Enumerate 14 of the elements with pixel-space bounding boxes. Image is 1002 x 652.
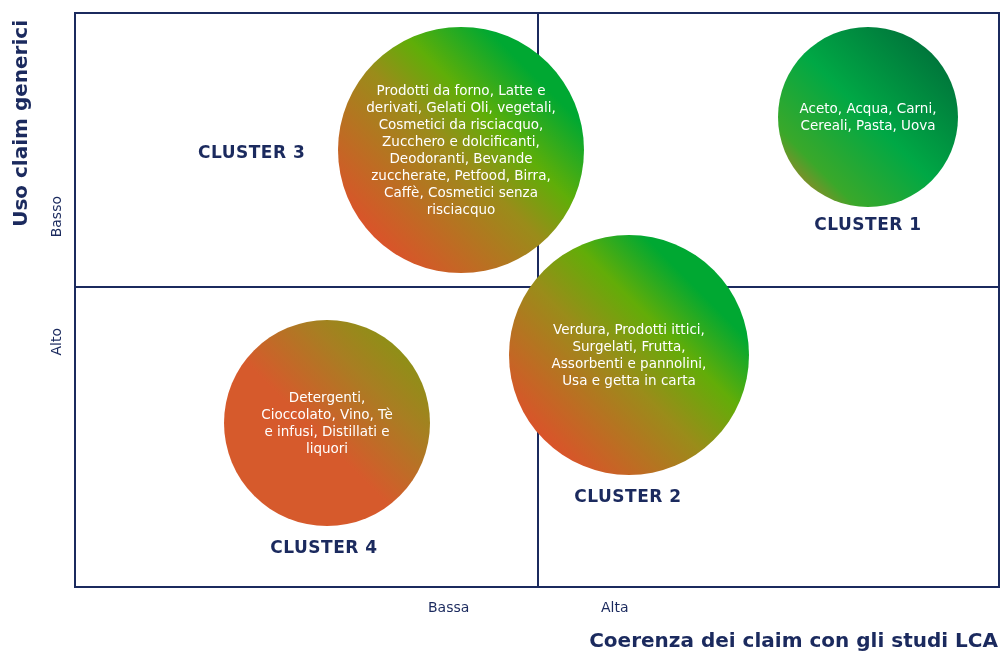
category-list: Verdura, Prodotti ittici, Surgelati, Frutta, Assorbenti e pannolini, Usa e getta in carta [539, 321, 719, 389]
cluster-label: CLUSTER 2 [574, 486, 682, 506]
cluster-label: CLUSTER 3 [198, 142, 306, 162]
axis-title: Coerenza dei claim con gli studi LCA [589, 628, 998, 652]
axis-tick-label: Alta [601, 599, 629, 615]
category-list: Detergenti, Cioccolato, Vino, Tè e infusi, Distillati e liquori [257, 389, 397, 457]
axis-title: Uso claim generici [8, 20, 32, 227]
cluster-label: CLUSTER 4 [270, 537, 378, 557]
axis-tick-label: Bassa [428, 599, 470, 615]
category-list: Prodotti da forno, Latte e derivati, Gelati Oli, vegetali, Cosmetici da risciacquo, Zucchero e dolcificanti, Deodoranti, Bevande zuccherate, Petfood, Birra, Caffè, Cosmetici senza risciacquo [358, 82, 564, 218]
axis-tick-label: Basso [48, 196, 64, 238]
category-list: Aceto, Acqua, Carni, Cereali, Pasta, Uova [798, 100, 938, 134]
axis-tick-label: Alto [48, 328, 64, 356]
cluster-label: CLUSTER 1 [814, 214, 922, 234]
